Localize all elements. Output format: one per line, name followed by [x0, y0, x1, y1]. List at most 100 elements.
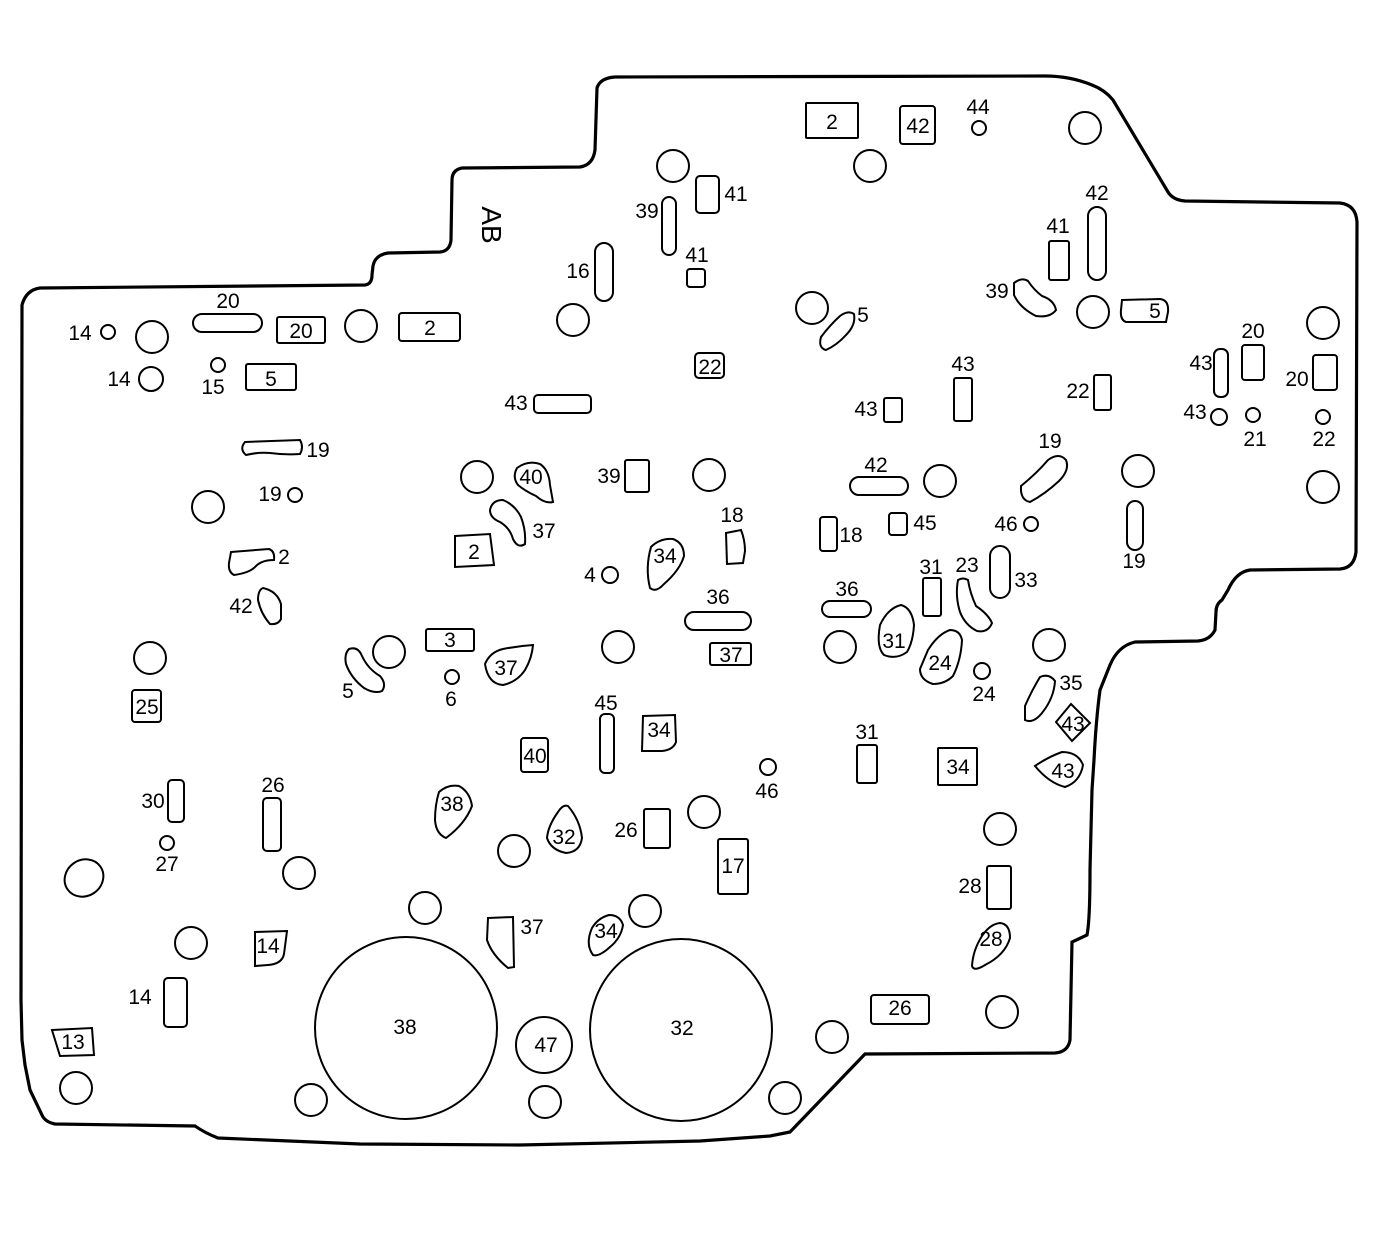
label-14: 14 — [107, 368, 131, 391]
slot — [856, 744, 878, 784]
plate-outline — [19, 74, 1359, 1147]
port — [717, 838, 749, 895]
passage — [433, 784, 474, 840]
label-45: 45 — [594, 692, 617, 715]
label-26: 26 — [888, 997, 911, 1020]
passage — [50, 1026, 96, 1058]
port — [131, 689, 162, 723]
slot — [1048, 240, 1070, 281]
label-23: 23 — [955, 554, 978, 577]
bolt-hole — [133, 641, 167, 675]
slot — [1241, 344, 1265, 381]
bolt-hole — [1032, 628, 1066, 662]
label-39: 39 — [597, 465, 620, 488]
label-34: 34 — [653, 545, 677, 568]
label-40: 40 — [519, 466, 542, 489]
label-17: 17 — [721, 855, 744, 878]
bolt-hole — [63, 858, 105, 898]
slot — [849, 476, 909, 496]
port — [425, 628, 475, 652]
label-43: 43 — [504, 392, 527, 415]
label-5: 5 — [342, 680, 354, 703]
label-2: 2 — [278, 546, 290, 569]
bore-38 — [314, 936, 498, 1120]
label-31: 31 — [855, 721, 878, 744]
slot — [661, 196, 677, 256]
bolt-hole — [1121, 454, 1155, 488]
slot — [1126, 500, 1144, 551]
orifice — [1210, 408, 1228, 426]
passage — [454, 532, 496, 569]
label-14: 14 — [128, 986, 152, 1009]
bolt-holes — [59, 111, 1340, 1119]
label-20: 20 — [216, 290, 239, 313]
label-24: 24 — [972, 683, 996, 706]
bolt-hole — [59, 1071, 93, 1105]
label-27: 27 — [155, 853, 178, 876]
label-20: 20 — [1285, 368, 1308, 391]
slot — [1213, 348, 1229, 398]
label-15: 15 — [201, 376, 224, 399]
port — [937, 747, 978, 786]
label-19: 19 — [1122, 550, 1145, 573]
bolt-hole — [460, 460, 494, 494]
label-33: 33 — [1014, 569, 1037, 592]
bolt-hole — [1306, 306, 1340, 340]
slot — [1093, 374, 1112, 411]
label-37: 37 — [719, 644, 742, 667]
label-30: 30 — [141, 790, 164, 813]
label-28: 28 — [958, 875, 981, 898]
passage — [724, 528, 747, 566]
label-19: 19 — [1038, 430, 1061, 453]
orifice — [100, 324, 116, 340]
orifice — [971, 120, 987, 136]
bolt-hole — [372, 635, 406, 669]
label-31: 31 — [919, 556, 942, 579]
label-20: 20 — [1241, 320, 1264, 343]
port — [1119, 297, 1170, 323]
label-43: 43 — [1061, 713, 1084, 736]
label-20: 20 — [289, 320, 312, 343]
orifice — [159, 835, 175, 851]
label-22: 22 — [698, 356, 721, 379]
bolt-hole — [815, 1020, 849, 1054]
port — [883, 397, 903, 423]
bolt-hole — [923, 464, 957, 498]
label-32: 32 — [552, 826, 575, 849]
slot — [821, 600, 872, 618]
passage — [483, 643, 535, 687]
orifice — [210, 357, 226, 373]
label-39: 39 — [985, 280, 1008, 303]
bolt-hole — [687, 795, 721, 829]
passage — [1013, 278, 1058, 318]
label-5: 5 — [857, 304, 869, 327]
slot — [192, 313, 263, 333]
label-24: 24 — [928, 652, 952, 675]
orifice — [1023, 516, 1039, 532]
passage — [955, 577, 994, 633]
bolt-hole — [135, 320, 169, 354]
slot — [167, 779, 185, 823]
slot — [695, 175, 720, 214]
label-16: 16 — [566, 260, 589, 283]
passage — [877, 603, 916, 658]
label-14: 14 — [68, 322, 92, 345]
label-42: 42 — [906, 115, 929, 138]
bolt-hole — [1306, 470, 1340, 504]
bore-32 — [589, 938, 773, 1122]
label-21: 21 — [1243, 428, 1266, 451]
passage — [1024, 674, 1057, 723]
bolt-hole — [768, 1081, 802, 1115]
bore-47 — [515, 1016, 573, 1074]
orifice — [444, 669, 460, 685]
port — [899, 105, 936, 145]
slot — [594, 242, 614, 302]
irregular-passages — [50, 278, 1092, 1058]
label-37: 37 — [520, 916, 543, 939]
bolt-hole — [138, 366, 164, 392]
port — [624, 459, 650, 493]
rect-ports — [131, 102, 1338, 1028]
slot — [599, 713, 615, 774]
label-43: 43 — [854, 398, 877, 421]
bolt-hole — [528, 1085, 562, 1119]
